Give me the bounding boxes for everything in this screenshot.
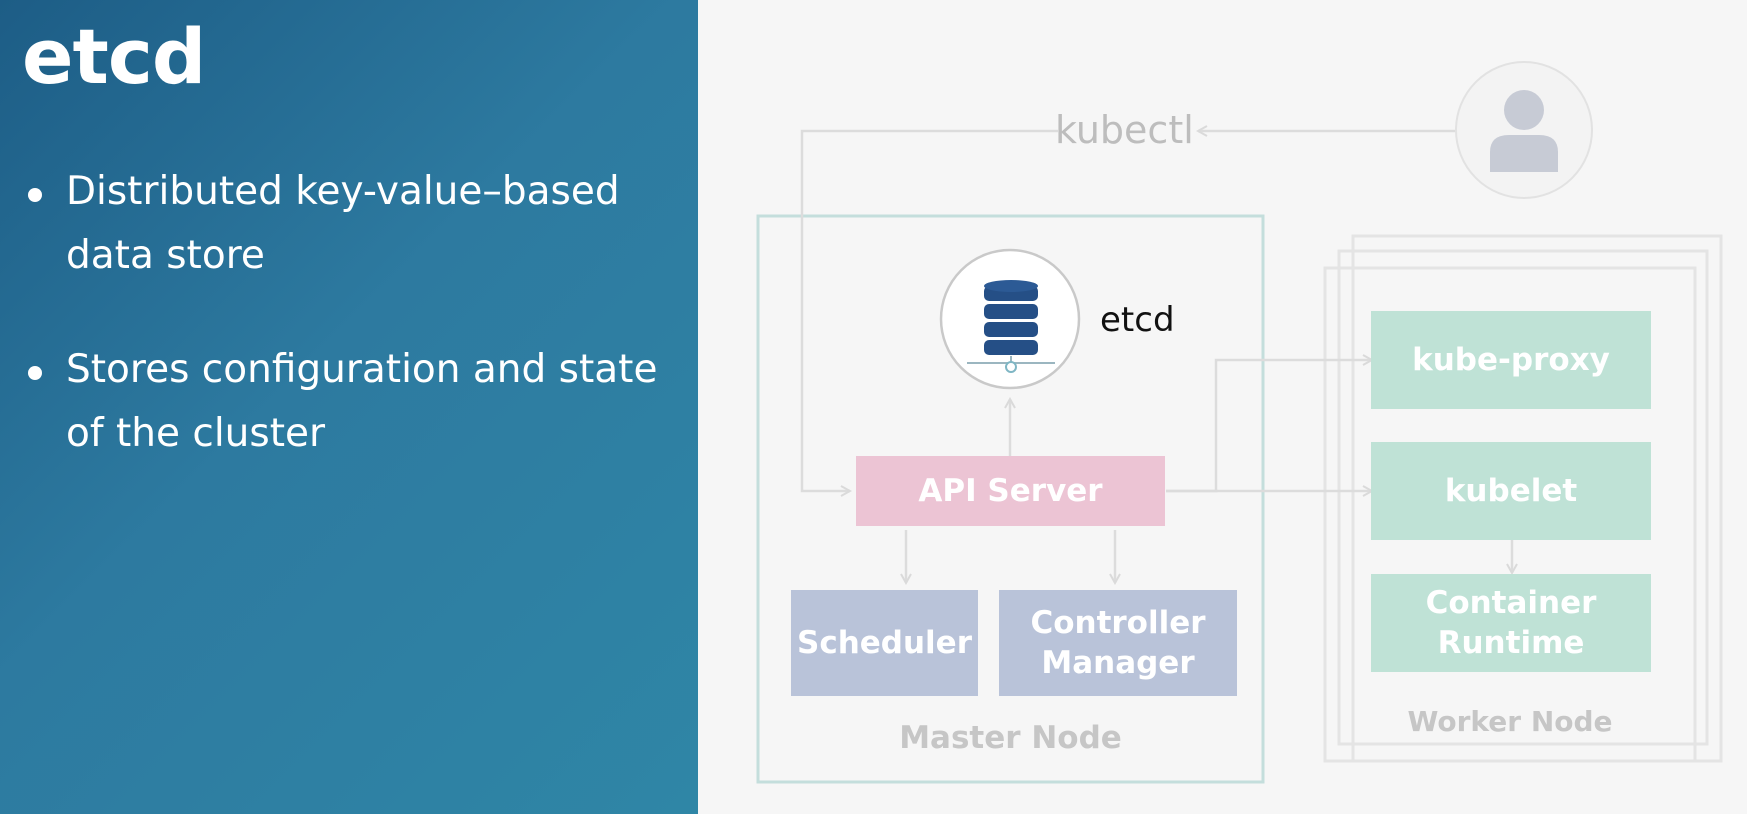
etcd-label: etcd [1100, 300, 1175, 340]
architecture-diagram: kubectl etcd API Server Scheduler Contro… [698, 0, 1747, 814]
master-node-label: Master Node [899, 720, 1122, 756]
scheduler-box: Scheduler [791, 590, 978, 696]
bullet-dot [28, 366, 42, 380]
left-text-panel: etcd Distributed key-value–based data st… [0, 0, 698, 814]
worker-node-label: Worker Node [1407, 705, 1613, 738]
api-server-box: API Server [856, 456, 1165, 526]
bullet-item: Distributed key-value–based data store [28, 160, 668, 288]
kube-proxy-box: kube-proxy [1371, 311, 1651, 409]
user-avatar-icon [1455, 61, 1593, 199]
bullet-text: Stores configuration and state of the cl… [66, 347, 658, 456]
master-node-border [756, 214, 1265, 784]
bullet-dot [28, 188, 42, 202]
database-icon [939, 248, 1081, 390]
slide-title: etcd [22, 12, 206, 101]
diagram-lines [756, 61, 1723, 784]
kubelet-box: kubelet [1371, 442, 1651, 540]
bullet-item: Stores configuration and state of the cl… [28, 338, 668, 466]
kubectl-label: kubectl [1055, 108, 1194, 152]
controller-manager-box: Controller Manager [999, 590, 1237, 696]
api-to-kube-proxy-arrow [1166, 360, 1372, 493]
kubectl-to-api-arrow [800, 129, 1058, 491]
container-runtime-box: Container Runtime [1371, 574, 1651, 672]
bullet-text: Distributed key-value–based data store [66, 169, 620, 278]
worker-node-stack [1323, 234, 1723, 763]
